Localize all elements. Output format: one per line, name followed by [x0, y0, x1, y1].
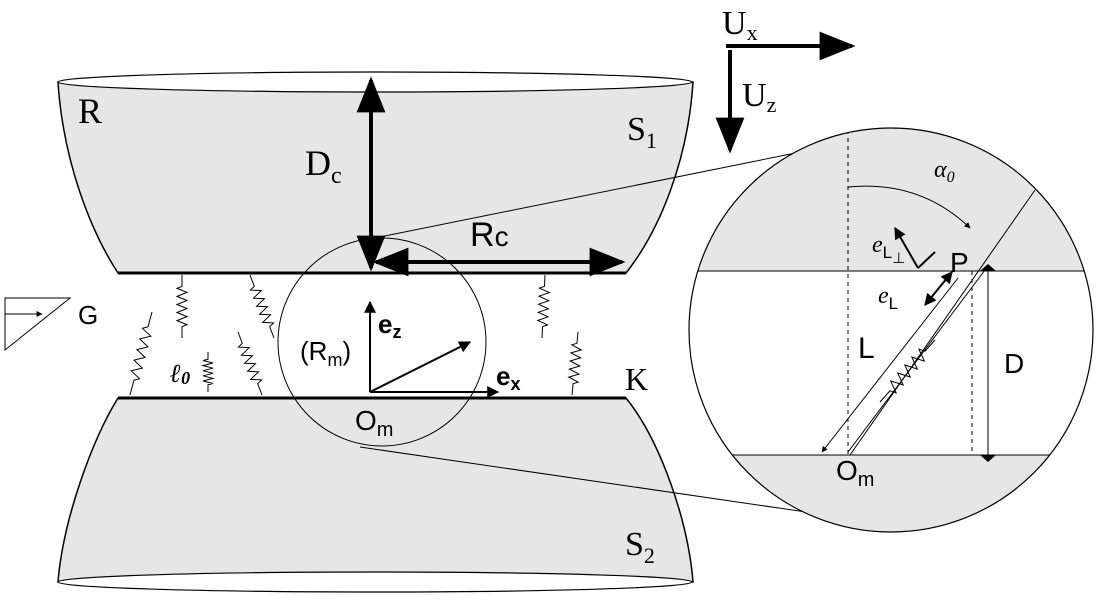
- label-contact-radius: Rc: [470, 216, 509, 254]
- upper-body: [57, 71, 694, 275]
- label-origin-left: Om: [355, 405, 393, 441]
- inset-length-arrow-icon: [821, 277, 959, 453]
- inset-spring-icon: [879, 339, 936, 403]
- label-unit-x: ex: [496, 361, 520, 394]
- label-rigid-body: R: [78, 91, 102, 131]
- inset-view: [688, 127, 1094, 533]
- inset-spring-dir-arrow-icon: [924, 271, 953, 306]
- label-velocity-z: Uz: [742, 77, 777, 117]
- label-contact-distance: Dc: [305, 143, 342, 189]
- spring-icon: [249, 274, 275, 339]
- shear-symbol: [4, 297, 72, 352]
- label-unit-z: ez: [378, 309, 401, 342]
- inset-label-point: P: [950, 247, 969, 278]
- label-surface-1: S1: [627, 111, 657, 153]
- label-stiffness: K: [625, 361, 648, 397]
- inset-perp-arrow-head-icon: [894, 226, 919, 269]
- inset-perp-arrow-icon: [917, 251, 936, 269]
- spring-icon: [175, 275, 189, 338]
- inset-gap-top-tick: [980, 264, 996, 271]
- label-surface-2: S2: [625, 526, 655, 568]
- inset-label-perp-dir: eL⊥: [872, 232, 905, 267]
- upper-body-shape: [57, 81, 694, 274]
- inset-label-spring-dir: eL: [878, 283, 898, 313]
- label-velocity-x: Ux: [722, 5, 758, 45]
- inset-label-length: L: [858, 332, 875, 365]
- lower-body-rim: [57, 571, 693, 593]
- lower-body-shape: [57, 397, 694, 583]
- inset-label-gap: D: [1004, 348, 1024, 379]
- spring-layer: [129, 274, 583, 396]
- shear-triangle: [4, 297, 72, 352]
- inset-label-origin: Om: [836, 455, 874, 491]
- label-frame: (Rm): [300, 336, 351, 370]
- inset-angle-arc: [847, 185, 971, 229]
- spring-icon: [536, 274, 551, 339]
- spring-icon: [129, 311, 153, 396]
- inset-circle: [688, 127, 1094, 533]
- detail-circle: [277, 237, 487, 447]
- label-shear-modulus: G: [78, 300, 98, 330]
- inset-gap-bottom-tick: [980, 455, 996, 462]
- inset-label-angle: α0: [934, 157, 955, 186]
- inset-axis-line: [849, 189, 1036, 456]
- spring-icon: [237, 331, 263, 396]
- vector-arrow-icon: [369, 341, 472, 393]
- label-rest-length: ℓ0: [170, 359, 190, 388]
- spring-icon: [567, 331, 583, 396]
- connector-bottom: [359, 446, 869, 522]
- lower-body: [57, 396, 694, 593]
- spring-icon: [201, 352, 215, 392]
- inset-spring-line: [847, 269, 986, 453]
- upper-body-rim: [57, 71, 693, 93]
- connector-top: [374, 142, 846, 239]
